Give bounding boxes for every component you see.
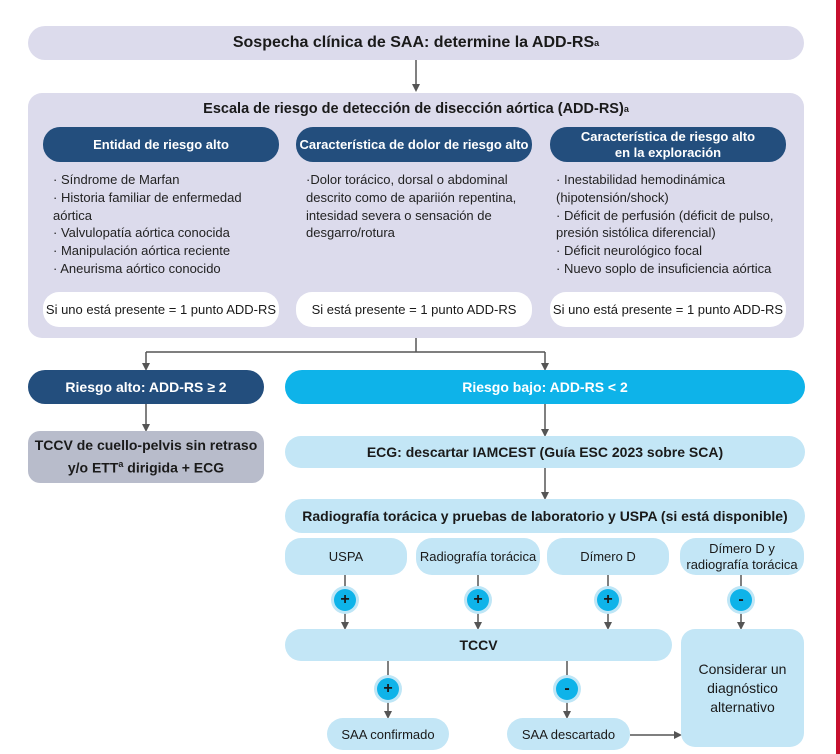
score-box-exam: Si uno está presente = 1 punto ADD-RS <box>550 292 786 327</box>
low-risk-box: Riesgo bajo: ADD-RS < 2 <box>285 370 805 404</box>
list-item: Déficit neurológico focal <box>556 242 788 260</box>
alternative-diagnosis-box: Considerar un diagnóstico alternativo <box>681 629 804 747</box>
plus-icon: + <box>467 589 489 611</box>
score-box-pain: Si está presente = 1 punto ADD-RS <box>296 292 532 327</box>
panel-title: Escala de riesgo de detección de disecci… <box>203 101 629 117</box>
pain-description: ·Dolor torácico, dorsal o abdominal desc… <box>306 172 517 241</box>
list-item: Valvulopatía aórtica conocida <box>53 224 278 242</box>
top-title: Sospecha clínica de SAA: determine la AD… <box>232 34 595 51</box>
list-item: Historia familiar de enfermedad aórtica <box>53 189 278 225</box>
exam-risk-list: Inestabilidad hemodinámica (hipotensión/… <box>556 171 788 278</box>
entity-risk-list: Síndrome de Marfan Historia familiar de … <box>53 171 278 278</box>
ecg-box: ECG: descartar IAMCEST (Guía ESC 2023 so… <box>285 436 805 468</box>
saa-discarded-box: SAA descartado <box>507 718 630 750</box>
test-combo-box: Dímero D y radiografía torácica <box>680 538 804 575</box>
list-item: Síndrome de Marfan <box>53 171 278 189</box>
plus-icon: + <box>334 589 356 611</box>
test-uspa-box: USPA <box>285 538 407 575</box>
list-item: Aneurisma aórtico conocido <box>53 260 278 278</box>
minus-icon: - <box>730 589 752 611</box>
score-box-entity: Si uno está presente = 1 punto ADD-RS <box>43 292 279 327</box>
list-item: Nuevo soplo de insuficiencia aórtica <box>556 260 788 278</box>
column-header-pain: Característica de dolor de riesgo alto <box>296 127 532 162</box>
plus-icon: + <box>377 678 399 700</box>
list-item: Manipulación aórtica reciente <box>53 242 278 260</box>
column-header-exam: Característica de riesgo alto en la expl… <box>550 127 786 162</box>
plus-icon: + <box>597 589 619 611</box>
saa-confirmed-box: SAA confirmado <box>327 718 449 750</box>
high-risk-action-box: TCCV de cuello-pelvis sin retraso y/o ET… <box>28 431 264 483</box>
test-xray-box: Radiografía torácica <box>416 538 540 575</box>
xray-lab-box: Radiografía torácica y pruebas de labora… <box>285 499 805 533</box>
high-risk-box: Riesgo alto: ADD-RS ≥ 2 <box>28 370 264 404</box>
minus-icon: - <box>556 678 578 700</box>
tccv-box: TCCV <box>285 629 672 661</box>
list-item: Inestabilidad hemodinámica (hipotensión/… <box>556 171 788 207</box>
top-title-box: Sospecha clínica de SAA: determine la AD… <box>28 26 804 60</box>
test-ddimer-box: Dímero D <box>547 538 669 575</box>
list-item: Déficit de perfusión (déficit de pulso, … <box>556 207 788 243</box>
column-header-entity: Entidad de riesgo alto <box>43 127 279 162</box>
